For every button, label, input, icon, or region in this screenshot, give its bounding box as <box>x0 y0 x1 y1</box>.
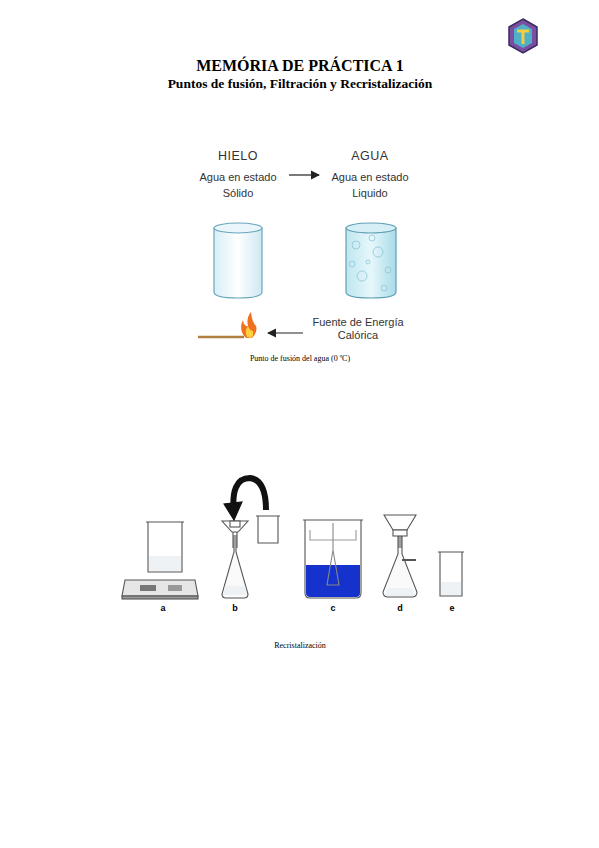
water-beaker <box>346 223 396 298</box>
state-label: HIELO Agua en estado Sólido <box>190 149 286 201</box>
state-description: Agua en estado Sólido <box>190 169 286 201</box>
state-label: AGUA Agua en estado Liquido <box>322 149 418 201</box>
logo <box>509 19 537 53</box>
figure-caption: Recristalización <box>274 641 326 650</box>
page-title: MEMÓRIA DE PRÁCTICA 1 <box>196 57 404 75</box>
heat-arrow <box>268 332 303 333</box>
step-letter: e <box>449 603 454 613</box>
step-letter: d <box>397 603 403 613</box>
state-description: Agua en estado Liquido <box>322 169 418 201</box>
state-heading: AGUA <box>322 149 418 163</box>
transition-arrow <box>289 174 319 175</box>
heat-source-label: Fuente de Energía Calórica <box>311 316 406 342</box>
step-letter: a <box>160 603 165 613</box>
step-letter: c <box>330 603 335 613</box>
apparatus <box>122 478 464 599</box>
step-letter: b <box>232 603 238 613</box>
state-heading: HIELO <box>190 149 286 163</box>
page-subtitle: Puntos de fusión, Filtración y Recristal… <box>168 76 433 92</box>
ice-beaker <box>214 223 262 298</box>
figure-caption: Punto de fusión del agua (0 ºC) <box>250 354 350 363</box>
match-flame <box>198 312 257 338</box>
